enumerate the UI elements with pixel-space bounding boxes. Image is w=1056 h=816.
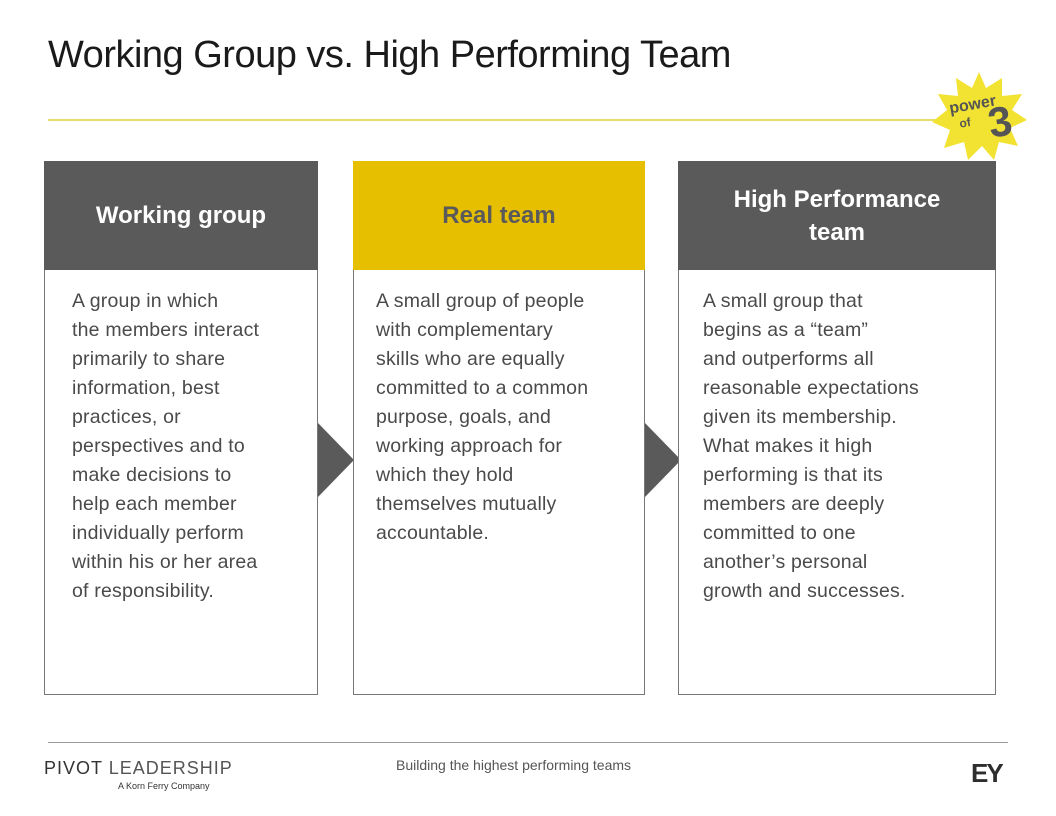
page-title: Working Group vs. High Performing Team (48, 34, 731, 76)
pivot-leadership-logo: PIVOT LEADERSHIP A Korn Ferry Company (44, 758, 233, 791)
title-divider (48, 119, 950, 121)
brand-bold: PIVOT (44, 758, 103, 778)
panel-heading: Real team (353, 161, 645, 270)
chevron-right-icon (318, 423, 354, 497)
panel-description: A small group of people with complementa… (376, 290, 589, 544)
footer-tagline: Building the highest performing teams (396, 757, 632, 773)
ey-logo: EY (971, 758, 1004, 788)
footer-divider (48, 742, 1008, 743)
brand-subtitle: A Korn Ferry Company (118, 781, 210, 791)
starburst-icon (932, 72, 1027, 160)
brand-light: LEADERSHIP (108, 758, 233, 778)
panel-high-performance-team: High Performance team A small group that… (678, 161, 996, 695)
badge-of-text: of (958, 115, 973, 131)
panel-description: A small group that begins as a “team” an… (703, 290, 919, 602)
power-of-3-badge: power of 3 (932, 72, 1027, 160)
panel-description: A group in which the members interact pr… (72, 290, 260, 602)
chevron-right-icon (645, 423, 681, 497)
panel-real-team: Real team A small group of people with c… (353, 161, 645, 695)
panel-heading: High Performance team (678, 161, 996, 270)
panel-working-group: Working group A group in which the membe… (44, 161, 318, 695)
panel-heading: Working group (44, 161, 318, 270)
